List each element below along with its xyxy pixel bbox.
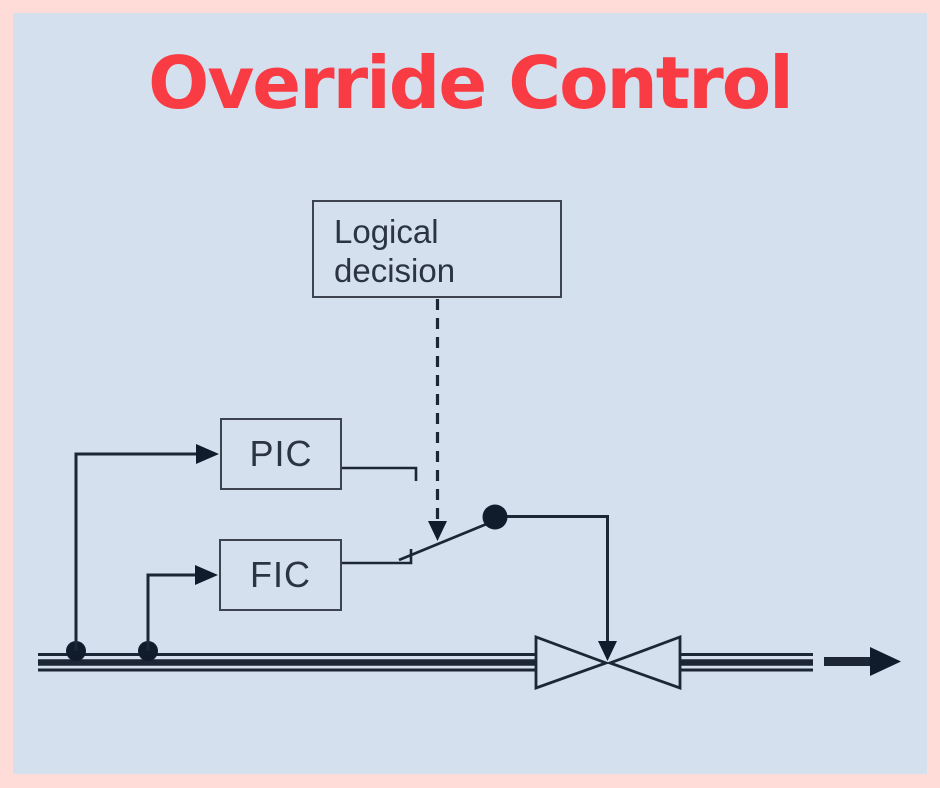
fic-label: FIC [250, 554, 311, 595]
pic-label: PIC [249, 433, 313, 474]
logical-decision-box: Logical decision [312, 200, 562, 298]
diagram-panel [13, 13, 927, 774]
logical-decision-label: Logical decision [334, 213, 456, 289]
fic-controller-box: FIC [219, 539, 342, 611]
pic-controller-box: PIC [220, 418, 342, 490]
page-title: Override Control [148, 41, 794, 125]
